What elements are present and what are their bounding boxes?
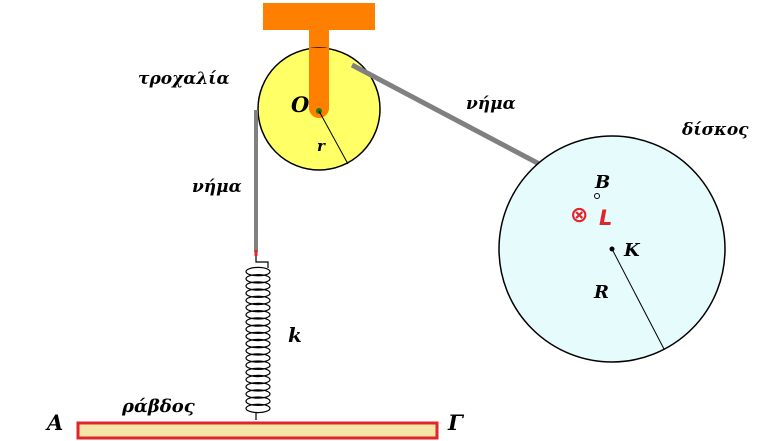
label-point-O: O <box>291 92 310 117</box>
label-string-right: νήμα <box>466 94 516 114</box>
disk-center-point <box>609 246 615 252</box>
label-rod: ράβδος <box>121 396 195 417</box>
disk-radius-line <box>611 248 665 350</box>
spring <box>245 256 271 420</box>
point-B-dot <box>594 193 600 199</box>
ceiling-support-plate <box>263 3 375 30</box>
label-point-L: L <box>599 206 612 230</box>
pulley-axle-rod <box>309 48 329 110</box>
label-radius-R: R <box>593 282 609 303</box>
rod <box>76 421 439 440</box>
label-point-B: B <box>594 172 610 193</box>
label-end-G: Γ <box>447 410 465 435</box>
label-L-symbol: ⊗ <box>570 203 588 228</box>
label-spring-k: k <box>288 323 302 347</box>
label-point-K: K <box>623 240 641 261</box>
label-pulley: τροχαλία <box>138 69 230 89</box>
label-radius-r: r <box>317 137 326 155</box>
label-string-left: νήμα <box>192 177 242 197</box>
label-disk: δίσκος <box>681 120 749 140</box>
label-end-A: A <box>45 410 63 435</box>
pulley-radius-line <box>318 110 349 165</box>
